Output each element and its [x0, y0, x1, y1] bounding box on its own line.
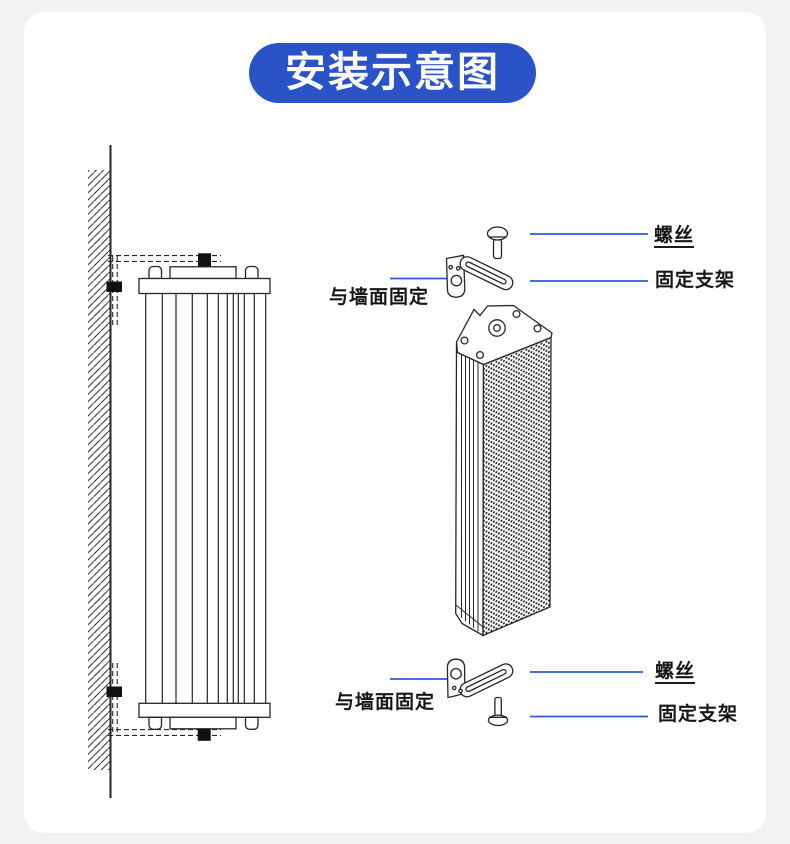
label-wall-fix-bottom: 与墙面固定	[335, 692, 436, 713]
speaker-side-view	[138, 253, 271, 741]
wall-anchor-bottom	[106, 686, 122, 697]
top-center-block	[169, 266, 237, 280]
label-screw-top: 螺丝	[654, 225, 695, 248]
column-top-plate	[455, 304, 553, 366]
wall-anchor-top	[106, 281, 122, 292]
label-screw-bottom: 螺丝	[655, 661, 696, 684]
hidden-mounting-lines	[108, 255, 221, 736]
top-mount-knob	[198, 253, 211, 267]
top-screw	[486, 226, 509, 260]
wall-hatch	[88, 170, 111, 770]
label-bracket-bottom: 固定支架	[658, 704, 739, 725]
bottom-bracket	[446, 658, 514, 699]
top-bracket	[445, 254, 514, 298]
leader-lines	[390, 233, 648, 718]
column-front-grille	[482, 336, 552, 637]
speaker-column-3d	[455, 304, 553, 637]
label-wall-fix-top: 与墙面固定	[329, 287, 430, 308]
title-banner: 安装示意图	[249, 43, 536, 103]
bottom-center-block	[169, 716, 237, 730]
bottom-mount-knob	[197, 728, 211, 741]
bottom-screw	[487, 696, 509, 727]
top-cap	[138, 277, 271, 295]
label-bracket-top: 固定支架	[655, 270, 736, 291]
wall-section	[88, 145, 221, 798]
content-card: 安装示意图	[24, 12, 766, 833]
bottom-tab-left	[148, 716, 163, 730]
page-title: 安装示意图	[285, 48, 500, 95]
top-tab-right	[244, 265, 259, 280]
exploded-view	[445, 226, 553, 727]
bottom-cap	[138, 702, 271, 718]
body-fins	[145, 293, 267, 704]
bottom-tab-right	[244, 716, 259, 730]
top-tab-left	[148, 265, 163, 280]
